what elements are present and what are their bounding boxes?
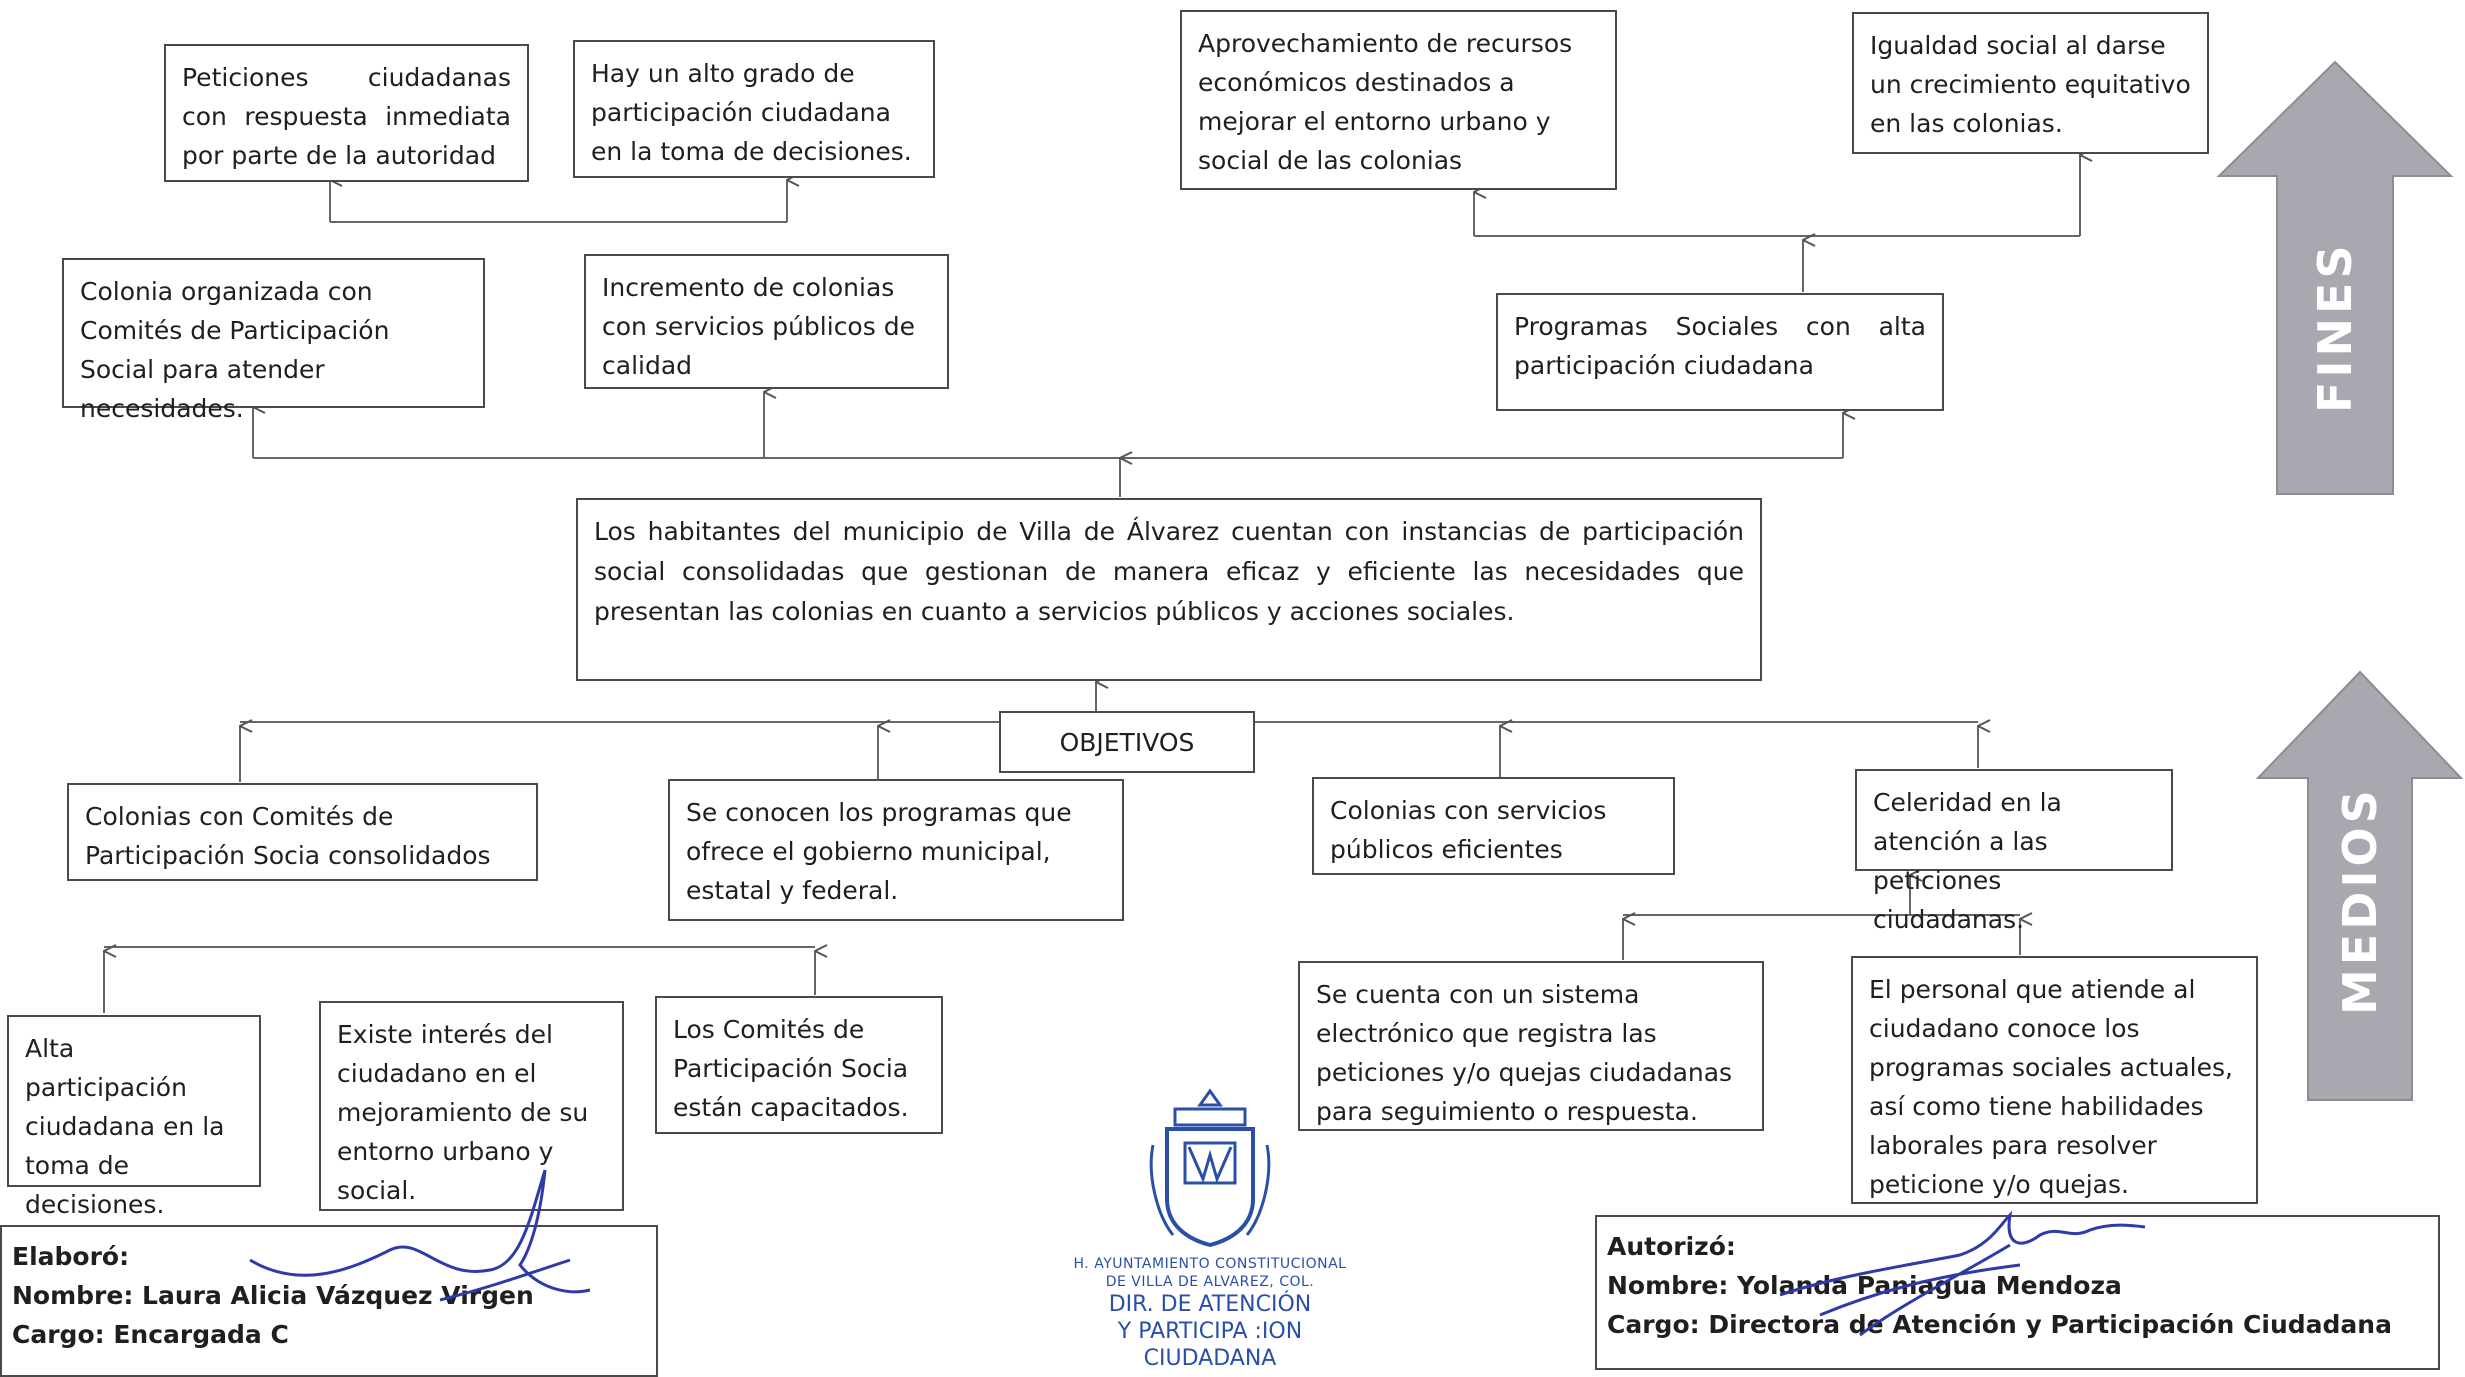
elaboro-block: Elaboró: Nombre: Laura Alicia Vázquez Vi… — [0, 1225, 658, 1377]
fin-programas-box: Programas Sociales con alta participació… — [1496, 293, 1944, 411]
up-arrow-icon — [2255, 670, 2464, 1101]
medio-personal-box: El personal que atiende al ciudadano con… — [1851, 956, 2258, 1204]
seal-line-4: Y PARTICIPA :ION — [1117, 1319, 1303, 1344]
official-seal: H. AYUNTAMIENTO CONSTITUCIONAL DE VILLA … — [1060, 1085, 1360, 1377]
medio-celeridad-box: Celeridad en la atención a las peticione… — [1855, 769, 2173, 934]
medio-servicios-box: Colonias con servicios públicos eficient… — [1312, 777, 1675, 875]
signature-autorizo — [1779, 1210, 2146, 1337]
proposito-box: Los habitantes del municipio de Villa de… — [576, 498, 1762, 681]
up-arrow-icon — [2216, 60, 2454, 495]
fin-incremento-box: Incremento de colonias con servicios púb… — [584, 254, 949, 389]
elaboro-nombre: Nombre: Laura Alicia Vázquez Virgen — [12, 1281, 534, 1310]
medio-interes-box: Existe interés del ciudadano en el mejor… — [319, 1001, 624, 1211]
autorizo-cargo: Cargo: Directora de Atención y Participa… — [1607, 1310, 2392, 1339]
coat-of-arms-icon — [1149, 1088, 1271, 1248]
elaboro-cargo: Cargo: Encargada C — [12, 1320, 289, 1349]
medio-sistema-box: Se cuenta con un sistema electrónico que… — [1298, 961, 1764, 1131]
objetivos-label: OBJETIVOS — [999, 711, 1255, 773]
medios-arrow: MEDIOS — [2254, 668, 2465, 1104]
fines-arrow: FINES — [2215, 58, 2455, 498]
seal-line-2: DE VILLA DE ALVAREZ, COL. — [1105, 1274, 1315, 1290]
seal-line-5: CIUDADANA — [1143, 1346, 1277, 1371]
fines-arrow-label: FINES — [2308, 241, 2362, 413]
elaboro-label: Elaboró: — [12, 1242, 130, 1271]
medios-arrow-label: MEDIOS — [2333, 786, 2387, 1015]
medio-programas-box: Se conocen los programas que ofrece el g… — [668, 779, 1124, 921]
medio-alta-participacion-box: Alta participación ciudadana en la toma … — [7, 1015, 261, 1219]
fin-aprovechamiento-box: Aprovechamiento de recursos económicos d… — [1180, 10, 1617, 190]
autorizo-nombre: Nombre: Yolanda Paniagua Mendoza — [1607, 1271, 2122, 1300]
medio-capacitados-box: Los Comités de Participación Socia están… — [655, 996, 943, 1134]
fin-participacion-box: Hay un alto grado de participación ciuda… — [573, 40, 935, 178]
seal-line-1: H. AYUNTAMIENTO CONSTITUCIONAL — [1073, 1256, 1347, 1272]
signature-elaboro — [249, 1169, 591, 1302]
fin-igualdad-box: Igualdad social al darse un crecimiento … — [1852, 12, 2209, 154]
seal-line-3: DIR. DE ATENCIÓN — [1108, 1292, 1312, 1317]
medio-comites-box: Colonias con Comités de Participación So… — [67, 783, 538, 881]
fin-colonia-organizada-box: Colonia organizada con Comités de Partic… — [62, 258, 485, 423]
autorizo-label: Autorizó: — [1607, 1232, 1736, 1261]
fin-peticiones-box: Peticiones ciudadanas con respuesta inme… — [164, 44, 529, 182]
autorizo-block: Autorizó: Nombre: Yolanda Paniagua Mendo… — [1595, 1215, 2440, 1370]
